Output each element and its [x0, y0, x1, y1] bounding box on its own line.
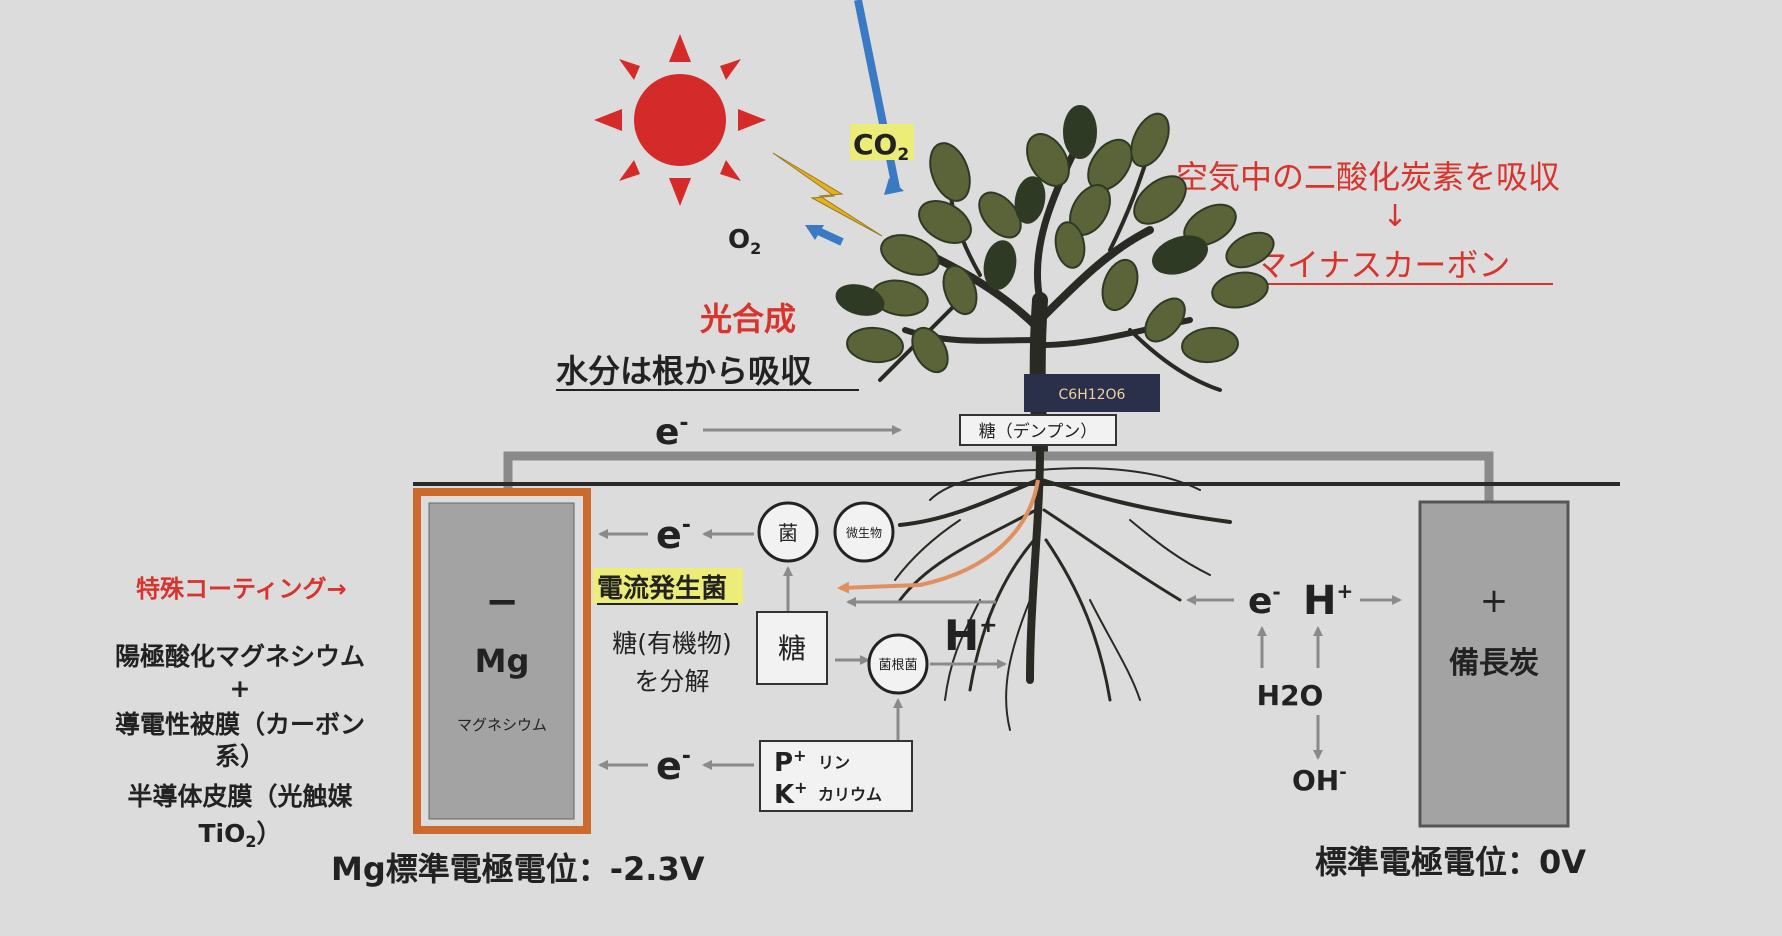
anode-sign: − — [485, 579, 519, 625]
coating-label: 特殊コーティング→ — [136, 575, 347, 603]
photosynthesis-title: 光合成 — [700, 300, 796, 338]
circuit-wire — [503, 451, 1494, 502]
nutrient-k: K+ — [774, 778, 808, 810]
minus-carbon-note: マイナスカーボン — [1255, 246, 1510, 284]
nutrient-p: P+ — [774, 746, 806, 778]
oh-label: OH- — [1292, 762, 1347, 797]
anode-desc-line2: 導電性被膜（カーボン — [115, 710, 365, 739]
middle-h-plus: H+ — [944, 611, 998, 660]
tree-icon — [835, 105, 1275, 458]
anode-desc-plus: + — [230, 674, 251, 703]
anode-desc-line4: 半導体皮膜（光触媒 — [127, 782, 353, 811]
upper-electron: e- — [656, 513, 691, 557]
nutrient-box — [759, 740, 913, 812]
anode-desc-line1: 陽極酸化マグネシウム — [115, 642, 365, 671]
cathode-name: 備長炭 — [1449, 646, 1539, 681]
sugar-formula: C6H12O6 — [1059, 387, 1126, 403]
root-nodule-label: 菌根菌 — [878, 658, 917, 673]
microbe-label: 微生物 — [846, 526, 882, 540]
anode-desc-line3: 系） — [215, 742, 265, 771]
sugar-box-label: 糖 — [778, 632, 806, 665]
nutrient-p-name: リン — [818, 753, 850, 772]
nutrient-k-name: カリウム — [818, 785, 882, 804]
cathode-sign: + — [1480, 581, 1509, 621]
co2-absorb-note: 空気中の二酸化炭素を吸収 — [1176, 158, 1560, 196]
anode-electrode — [428, 502, 575, 820]
current-bacteria-label: 電流発生菌 — [597, 574, 727, 604]
sun-icon — [594, 34, 766, 206]
lower-electron: e- — [656, 744, 691, 788]
roots-icon — [894, 446, 1232, 731]
gas-exchange-arrows — [805, 0, 904, 246]
cathode-electrode — [1418, 500, 1570, 828]
microbe-circle — [833, 501, 895, 563]
cathode-electron: e- — [1248, 580, 1281, 622]
co2-label: CO2 — [853, 128, 909, 165]
anode-name: マグネシウム — [457, 716, 547, 734]
anode-coating — [413, 488, 591, 834]
cathode-potential: 標準電極電位：0V — [1315, 843, 1586, 881]
lightning-icon — [772, 152, 883, 237]
root-current-arrow — [837, 479, 1040, 594]
sugar-label-box — [959, 414, 1117, 446]
root-nodule-circle — [867, 633, 929, 695]
anode-symbol: Mg — [475, 642, 530, 680]
anode-potential: Mg標準電極電位：-2.3V — [331, 850, 705, 888]
water-absorption-note: 水分は根から吸収 — [556, 352, 812, 390]
decompose-line2: を分解 — [634, 667, 709, 696]
co2-highlight — [850, 124, 914, 160]
anode-description: 陽極酸化マグネシウム + 導電性被膜（カーボン 系） 半導体皮膜（光触媒 TiO… — [115, 642, 365, 851]
down-arrow-note: ↓ — [1382, 199, 1407, 234]
sugar-box — [756, 611, 828, 685]
cathode-h-plus: H+ — [1303, 578, 1353, 624]
bacteria-circle — [757, 501, 819, 563]
current-bacteria-highlight — [593, 568, 743, 604]
bacteria-label: 菌 — [778, 521, 798, 545]
decompose-line1: 糖(有機物) — [612, 629, 732, 658]
anode-desc-line5: TiO2） — [198, 819, 281, 851]
sugar-label: 糖（デンプン） — [979, 421, 1098, 442]
o2-label: O2 — [728, 225, 761, 258]
top-electron: e- — [655, 411, 689, 453]
sugar-formula-box — [1024, 374, 1160, 412]
h2o-label: H2O — [1257, 679, 1324, 712]
